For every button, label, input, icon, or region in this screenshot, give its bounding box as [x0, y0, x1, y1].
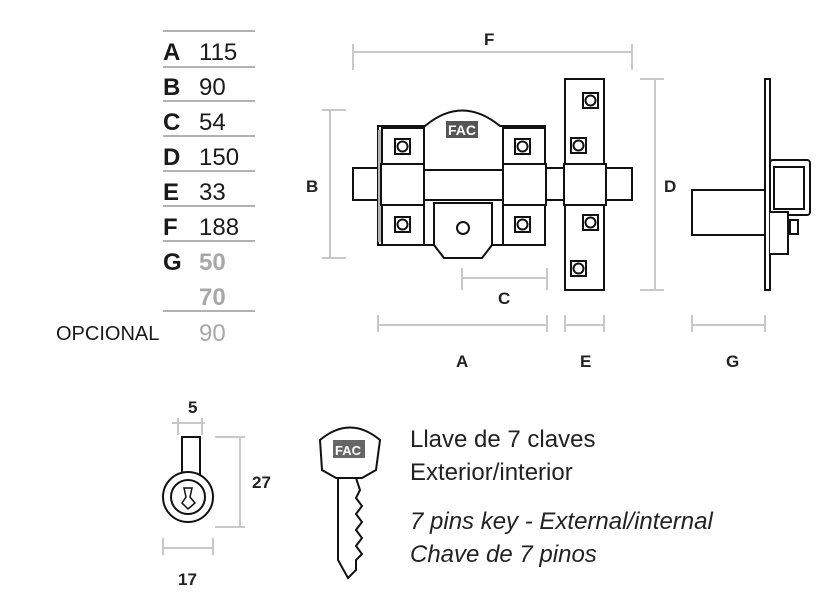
row-letter: C: [163, 109, 180, 136]
brand-logo: FAC: [448, 122, 476, 138]
row-letter: F: [163, 214, 178, 241]
row-value: 54: [199, 109, 226, 136]
key-desc-es: Llave de 7 claves: [410, 426, 595, 453]
label-d: D: [664, 177, 676, 196]
row-letter: D: [163, 144, 180, 171]
row-letter: B: [163, 74, 180, 101]
cylinder-section: 5 27 17: [162, 398, 271, 589]
row-value-extra: 70: [199, 284, 226, 311]
lock-front-view: FAC: [352, 78, 633, 291]
svg-text:FAC: FAC: [335, 443, 362, 458]
row-value: 115: [199, 39, 237, 66]
row-letter: A: [163, 39, 180, 66]
optional-value: 90: [199, 320, 226, 347]
key-icon: FAC: [318, 426, 382, 580]
screw-icons: [394, 92, 599, 277]
label-g: G: [726, 352, 739, 371]
key-desc-en: 7 pins key - External/internal: [410, 508, 713, 535]
row-value: 150: [199, 144, 239, 171]
label-f: F: [484, 30, 494, 49]
cylinder-width-label: 5: [188, 398, 197, 417]
lock-side-view: [691, 78, 811, 291]
row-value: 50: [199, 249, 226, 276]
label-c: C: [498, 289, 510, 308]
cylinder-height-label: 27: [252, 473, 271, 492]
row-value: 188: [199, 214, 239, 241]
row-letter: G: [163, 249, 182, 276]
label-a: A: [456, 352, 468, 371]
dimension-lines: F B C D A E G: [306, 30, 766, 371]
row-letter: E: [163, 179, 179, 206]
key-desc-es-2: Exterior/interior: [410, 459, 573, 486]
optional-label: OPCIONAL: [56, 323, 159, 345]
cylinder-base-label: 17: [178, 570, 197, 589]
key-desc-pt: Chave de 7 pinos: [410, 541, 597, 568]
dimensions-table: A 115 B 90 C 54 D 150 E 33 F 188 G 50 70…: [56, 30, 255, 347]
label-b: B: [306, 177, 318, 196]
row-value: 33: [199, 179, 226, 206]
row-value: 90: [199, 74, 226, 101]
label-e: E: [580, 352, 591, 371]
